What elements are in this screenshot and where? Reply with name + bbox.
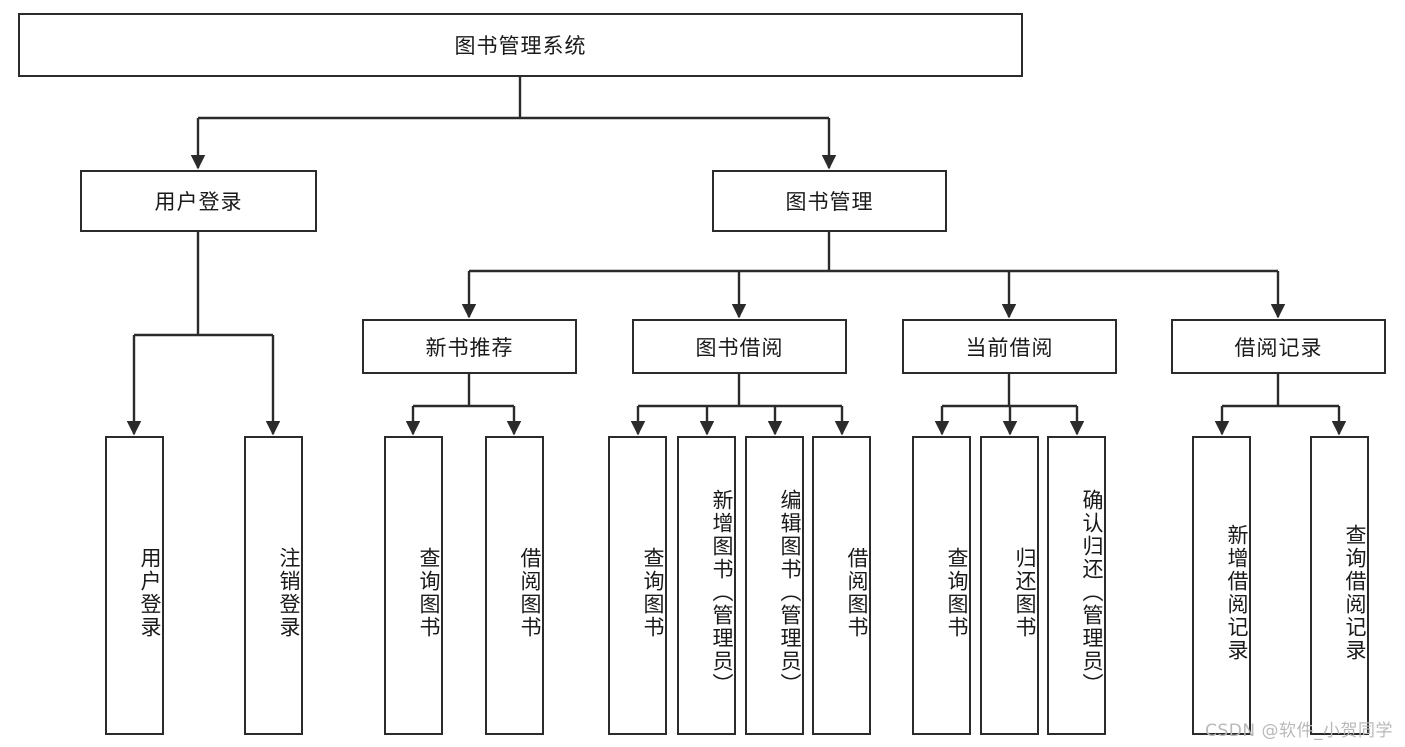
node-label: 新增图书（管理员）	[710, 489, 734, 696]
node-current-borrow[interactable]: 当前借阅	[902, 319, 1117, 374]
node-label: 查询图书	[945, 546, 969, 639]
node-label: 图书借阅	[695, 335, 784, 360]
leaf-user-login-logout[interactable]: 注销登录	[244, 436, 303, 735]
node-label: 当前借阅	[965, 335, 1054, 360]
node-label: 查询图书	[417, 546, 441, 639]
node-root-book-management-system[interactable]: 图书管理系统	[18, 13, 1023, 77]
node-label: 注销登录	[277, 546, 301, 639]
node-label: 归还图书	[1013, 546, 1037, 639]
leaf-book-borrow-edit[interactable]: 编辑图书（管理员）	[745, 436, 804, 735]
node-label: 查询借阅记录	[1343, 523, 1367, 662]
leaf-book-borrow-borrow[interactable]: 借阅图书	[812, 436, 871, 735]
node-label: 用户登录	[154, 190, 243, 214]
leaf-borrow-record-add[interactable]: 新增借阅记录	[1192, 436, 1251, 735]
node-book-management[interactable]: 图书管理	[712, 170, 947, 232]
leaf-new-book-borrow[interactable]: 借阅图书	[485, 436, 544, 735]
leaf-user-login-login[interactable]: 用户登录	[105, 436, 164, 735]
node-label: 新书推荐	[425, 335, 514, 360]
node-book-borrow[interactable]: 图书借阅	[632, 319, 847, 374]
node-label: 编辑图书（管理员）	[778, 489, 802, 696]
node-user-login[interactable]: 用户登录	[80, 170, 317, 232]
leaf-book-borrow-add[interactable]: 新增图书（管理员）	[677, 436, 736, 735]
node-label: 用户登录	[138, 546, 162, 639]
node-label: 查询图书	[641, 546, 665, 639]
node-label: 新增借阅记录	[1225, 523, 1249, 662]
node-label: 图书管理系统	[454, 34, 587, 58]
watermark-text: CSDN @软件_小贺同学	[1205, 721, 1393, 741]
node-label: 确认归还（管理员）	[1080, 489, 1104, 696]
node-borrow-record[interactable]: 借阅记录	[1171, 319, 1386, 374]
leaf-borrow-record-query[interactable]: 查询借阅记录	[1310, 436, 1369, 735]
node-label: 借阅图书	[518, 546, 542, 639]
leaf-book-borrow-query[interactable]: 查询图书	[608, 436, 667, 735]
node-label: 图书管理	[785, 190, 874, 214]
node-label: 借阅图书	[845, 546, 869, 639]
node-label: 借阅记录	[1234, 335, 1323, 360]
node-new-book-recommend[interactable]: 新书推荐	[362, 319, 577, 374]
leaf-current-borrow-confirm-return[interactable]: 确认归还（管理员）	[1047, 436, 1106, 735]
leaf-current-borrow-return[interactable]: 归还图书	[980, 436, 1039, 735]
leaf-current-borrow-query[interactable]: 查询图书	[912, 436, 971, 735]
leaf-new-book-query[interactable]: 查询图书	[384, 436, 443, 735]
